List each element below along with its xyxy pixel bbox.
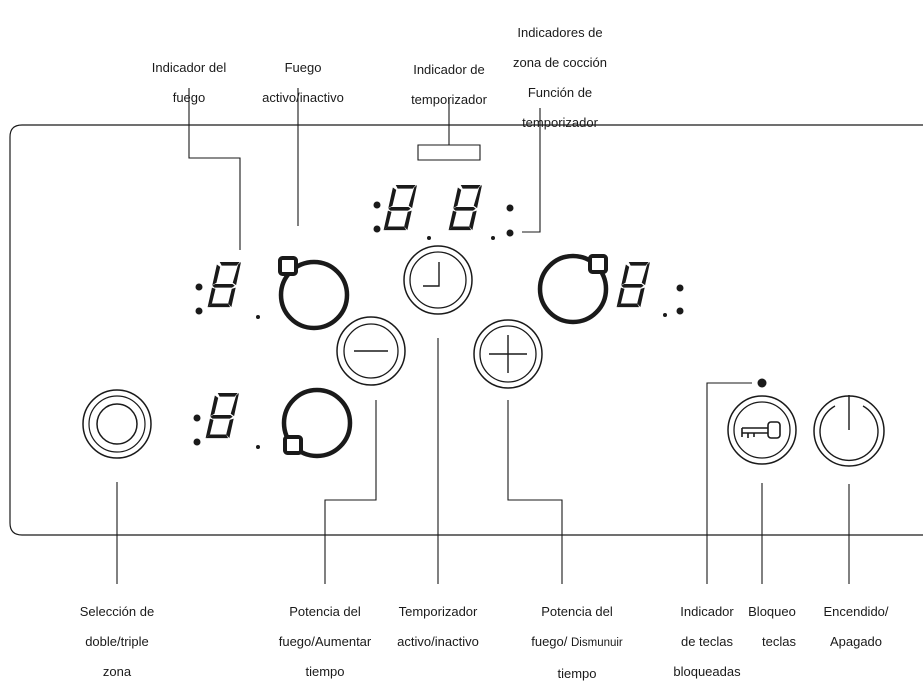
label-line: Función de — [527, 85, 593, 100]
leader-lines — [116, 88, 850, 584]
timer-digit-1 — [383, 185, 431, 240]
label-line: temporizador — [522, 115, 598, 130]
key-icon — [741, 421, 781, 439]
leader-indicador-teclas — [706, 382, 752, 584]
label-line: temporizador — [411, 92, 487, 107]
zone-display-left-lower — [193, 393, 260, 449]
label-line: Indicador de — [413, 62, 485, 77]
label-seleccion-zona: Selección de doble/triple zona — [57, 589, 177, 694]
label-potencia-dismunuir: Potencia del fuego/ Dismunuir tiempo — [512, 589, 642, 696]
zone-display-right-upper — [616, 262, 684, 317]
label-fragment: Dismunuir — [571, 637, 623, 649]
power-icon — [819, 395, 879, 462]
label-indicador-fuego: Indicador del fuego — [119, 45, 259, 120]
label-line: Selección de — [79, 604, 155, 619]
timer-display — [373, 185, 514, 240]
lock-indicator-led — [757, 378, 767, 388]
label-fuego-activo: Fuego activo/inactivo — [243, 45, 363, 120]
control-panel-diagram — [9, 88, 923, 584]
label-line: activo/inactivo — [397, 634, 479, 649]
clock-icon — [423, 262, 440, 287]
label-line: Indicador del — [151, 60, 227, 75]
label-line: Potencia del — [541, 604, 613, 619]
label-line: tiempo — [305, 664, 345, 679]
label-line: Temporizador — [398, 604, 478, 619]
key-lock-button[interactable] — [727, 395, 797, 465]
leader-indicadores-zona — [522, 108, 541, 233]
leader-indicador-fuego — [188, 88, 241, 250]
label-line: fuego/Aumentar — [278, 634, 372, 649]
label-line: tiempo — [557, 666, 597, 681]
label-line: Fuego — [284, 60, 322, 75]
panel-outline — [9, 124, 923, 536]
leader-indicador-temporizador — [417, 98, 481, 161]
timer-digit-2 — [448, 185, 495, 240]
label-line: de teclas — [680, 634, 734, 649]
label-indicador-temporizador: Indicador de temporizador — [374, 47, 524, 122]
minus-button[interactable] — [336, 316, 406, 386]
label-fragment: fuego/ — [531, 634, 571, 649]
label-encendido: Encendido/ Apagado — [806, 589, 906, 664]
plus-icon — [489, 335, 527, 373]
label-line: bloqueadas — [673, 664, 741, 679]
label-line: doble/triple — [85, 634, 149, 649]
leader-potencia-aumentar — [324, 400, 377, 584]
label-temporizador-activo: Temporizador activo/inactivo — [373, 589, 503, 664]
label-line: Potencia del — [289, 604, 361, 619]
label-line: Encendido/ — [823, 604, 889, 619]
leader-potencia-dismunuir — [507, 400, 563, 584]
label-line: Indicadores de — [517, 25, 603, 40]
label-line: Indicador — [680, 604, 734, 619]
double-ring-icon — [82, 389, 152, 459]
label-line: fuego — [172, 90, 206, 105]
burner-ring-left-lower — [281, 387, 353, 459]
burner-ring-right-upper — [537, 253, 609, 325]
timer-colon-left — [373, 201, 381, 233]
label-line: activo/inactivo — [262, 90, 344, 105]
dual-zone-button[interactable] — [82, 389, 152, 459]
power-button[interactable] — [813, 395, 885, 467]
label-line: teclas — [762, 634, 796, 649]
timer-colon-right — [506, 204, 514, 237]
label-line: Apagado — [829, 634, 883, 649]
timer-button[interactable] — [403, 245, 473, 315]
zone-display-left-upper — [195, 262, 260, 319]
label-indicadores-zona: Indicadores de zona de cocción Función d… — [480, 10, 640, 145]
label-line: zona — [102, 664, 132, 679]
label-bloqueo-teclas: Bloqueo teclas — [732, 589, 812, 664]
label-line: fuego/ Dismunuir — [512, 634, 642, 651]
plus-button[interactable] — [473, 319, 543, 389]
burner-ring-left-upper — [278, 256, 350, 331]
label-line: Bloqueo — [748, 604, 796, 619]
label-line: zona de cocción — [513, 55, 607, 70]
